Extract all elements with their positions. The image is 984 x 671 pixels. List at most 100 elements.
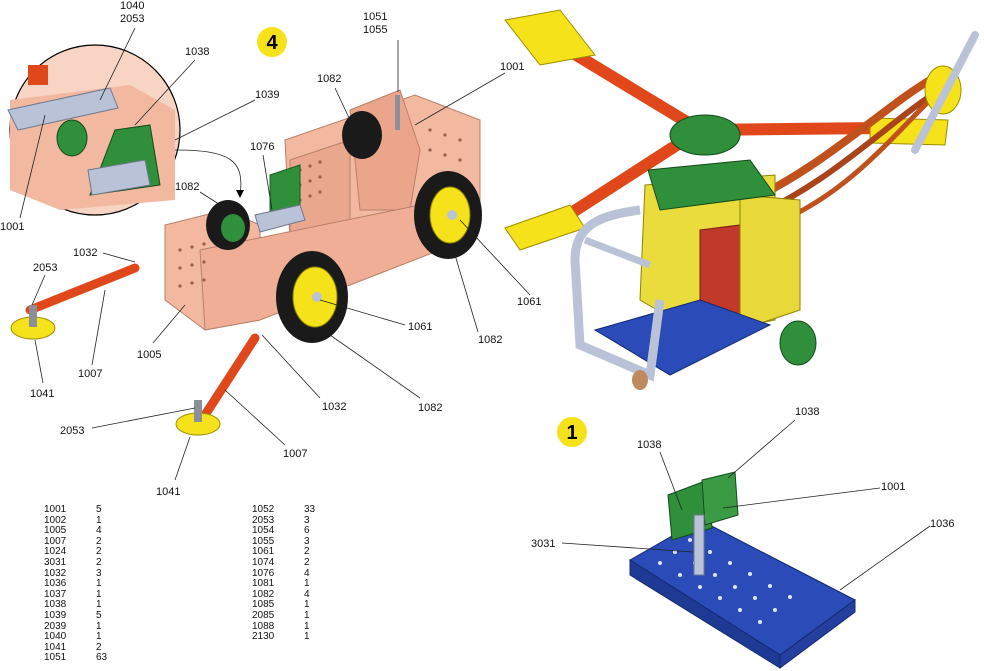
part-number: 2130 [252, 631, 275, 643]
callout-1007-left: 1007 [78, 368, 102, 380]
callout-1061-right: 1061 [517, 296, 541, 308]
callout-1041-left: 1041 [30, 388, 54, 400]
wheel-rear-right [414, 171, 482, 259]
parts-row: 1082 4 [252, 588, 334, 601]
part-number: 2085 [252, 609, 275, 621]
callout-1001-left: 1001 [0, 221, 24, 233]
silver-strip [693, 514, 705, 576]
callout-1082-mid: 1082 [175, 181, 199, 193]
wheel-rear-left [342, 111, 382, 159]
part-quantity: 6 [304, 525, 310, 537]
part-quantity: 1 [304, 620, 310, 632]
parts-row: 1052 33 [252, 504, 334, 516]
part-number: 1024 [44, 546, 67, 558]
callout-1082-top: 1082 [317, 73, 341, 85]
callout-1005: 1005 [137, 349, 161, 361]
step4-model [7, 44, 482, 436]
callout-2053-left: 2053 [33, 262, 57, 274]
parts-row: 3031 2 [44, 556, 126, 569]
part-quantity: 1 [304, 631, 310, 643]
parts-row: 1032 3 [44, 567, 126, 580]
part-quantity: 3 [304, 535, 310, 547]
callout-1038: 1038 [185, 46, 209, 58]
parts-row: 1040 1 [44, 632, 126, 643]
part-number: 1054 [252, 525, 275, 537]
part-quantity: 4 [304, 588, 310, 600]
step1-model [629, 471, 856, 669]
s1-callout-3031: 3031 [531, 538, 555, 550]
part-quantity: 2 [96, 641, 102, 653]
part-quantity: 5 [96, 504, 102, 515]
part-number: 1061 [252, 546, 275, 558]
parts-row: 1088 1 [252, 620, 334, 633]
part-number: 1052 [252, 504, 275, 515]
part-number: 3031 [44, 556, 67, 568]
part-quantity: 2 [304, 546, 310, 558]
part-number: 1038 [44, 599, 67, 611]
part-number: 1055 [252, 535, 275, 547]
part-quantity: 1 [96, 631, 102, 643]
part-number: 1051 [44, 652, 67, 664]
green-bracket-2 [701, 471, 739, 526]
callout-2053-bottom: 2053 [60, 425, 84, 437]
callout-1001-right: 1001 [500, 61, 524, 73]
step1-badge: 1 [557, 417, 587, 447]
callout-1039: 1039 [255, 89, 279, 101]
parts-row: 1061 2 [252, 547, 334, 558]
callout-1076: 1076 [250, 141, 274, 153]
part-number: 1082 [252, 588, 275, 600]
part-quantity: 4 [96, 525, 102, 537]
wheel-front-left [206, 200, 250, 250]
part-number: 1081 [252, 578, 275, 590]
part-number: 1002 [44, 514, 67, 526]
callout-2053-top: 2053 [120, 13, 144, 25]
part-quantity: 33 [304, 504, 316, 515]
s1-callout-1001: 1001 [881, 481, 905, 493]
part-number: 1040 [44, 631, 67, 643]
callout-1055: 1055 [363, 24, 387, 36]
part-number: 1085 [252, 599, 275, 611]
part-number: 2053 [252, 514, 275, 526]
part-number: 1039 [44, 609, 67, 621]
part-number: 1005 [44, 525, 67, 537]
part-quantity: 2 [96, 556, 102, 568]
callout-1032-top: 1032 [73, 247, 97, 259]
callout-1082-right: 1082 [478, 334, 502, 346]
part-number: 1088 [252, 620, 275, 632]
part-number: 1076 [252, 567, 275, 579]
screw-post [395, 95, 400, 130]
step4-badge: 4 [257, 27, 287, 57]
part-quantity: 1 [304, 599, 310, 611]
callout-1061-mid: 1061 [408, 321, 432, 333]
s1-callout-1038-top: 1038 [795, 406, 819, 418]
part-number: 1032 [44, 567, 67, 579]
part-number: 1036 [44, 578, 67, 590]
part-quantity: 1 [96, 514, 102, 526]
wheel-front-right [276, 251, 348, 343]
part-number: 1007 [44, 535, 67, 547]
part-number: 1074 [252, 556, 275, 568]
part-quantity: 1 [96, 578, 102, 590]
parts-row: 2085 1 [252, 609, 334, 622]
step1-number: 1 [566, 422, 577, 444]
part-quantity: 3 [96, 567, 102, 579]
callout-1041-bottom: 1041 [156, 486, 180, 498]
part-quantity: 1 [96, 588, 102, 600]
callout-1007-bottom: 1007 [283, 448, 307, 460]
callout-1032-bottom: 1032 [322, 401, 346, 413]
callout-1082-bottom: 1082 [418, 402, 442, 414]
parts-row: 1002 1 [44, 514, 126, 527]
parts-row: 1055 3 [252, 535, 334, 548]
parts-row: 1085 1 [252, 600, 334, 611]
part-quantity: 1 [304, 609, 310, 621]
